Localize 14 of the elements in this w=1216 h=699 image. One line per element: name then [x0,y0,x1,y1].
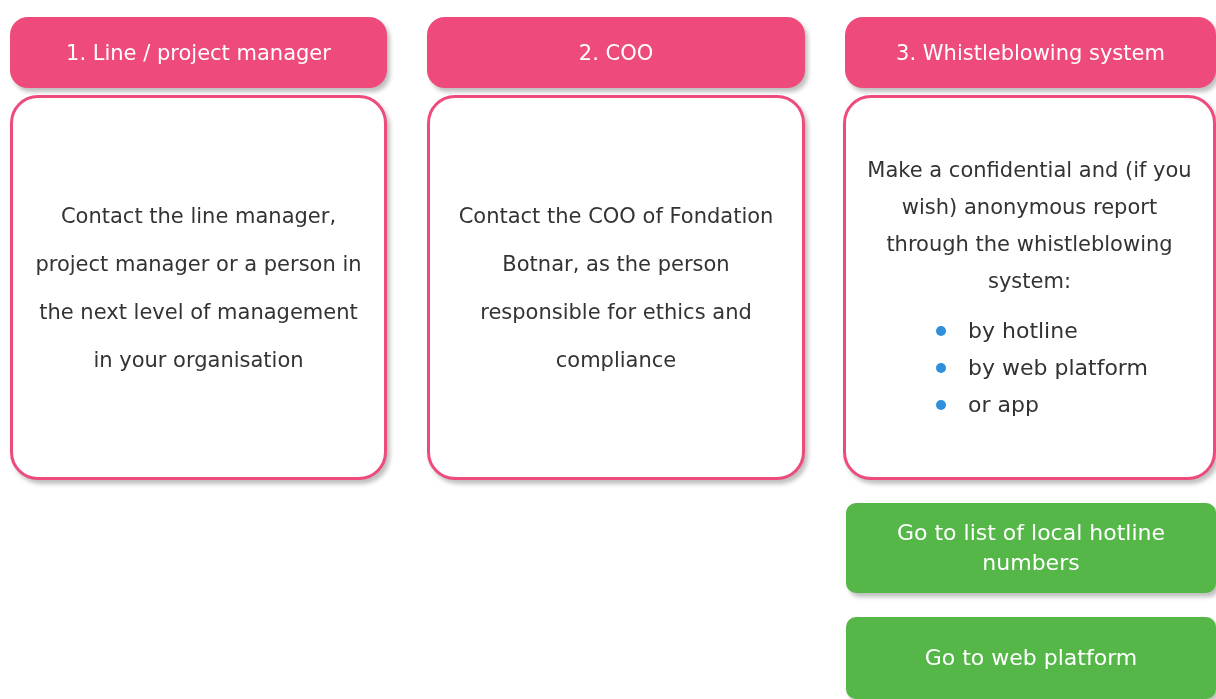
step-header: 2. COO [427,17,805,88]
link-button: Go to web platform [846,617,1216,699]
list-item-text: or app [968,392,1039,417]
description-text: Make a confidential and (if you wish) anonymous report through the whistleblowing system: [866,157,1193,295]
step-card [10,95,387,480]
description-text: Contact the COO of Fondation Botnar, as the person responsible for ethics and compliance [457,202,775,374]
list-item-text: by hotline [968,318,1078,343]
description-text: Contact the line manager, project manager or a person in the next level of management in your organisation [34,202,363,374]
link-button: Go to list of local hotline numbers [846,503,1216,593]
step-card [843,95,1216,480]
step-header: 3. Whistleblowing system [845,17,1216,88]
step-card [427,95,805,480]
step-header: 1. Line / project manager [10,17,387,88]
list-item-text: by web platform [968,355,1148,380]
